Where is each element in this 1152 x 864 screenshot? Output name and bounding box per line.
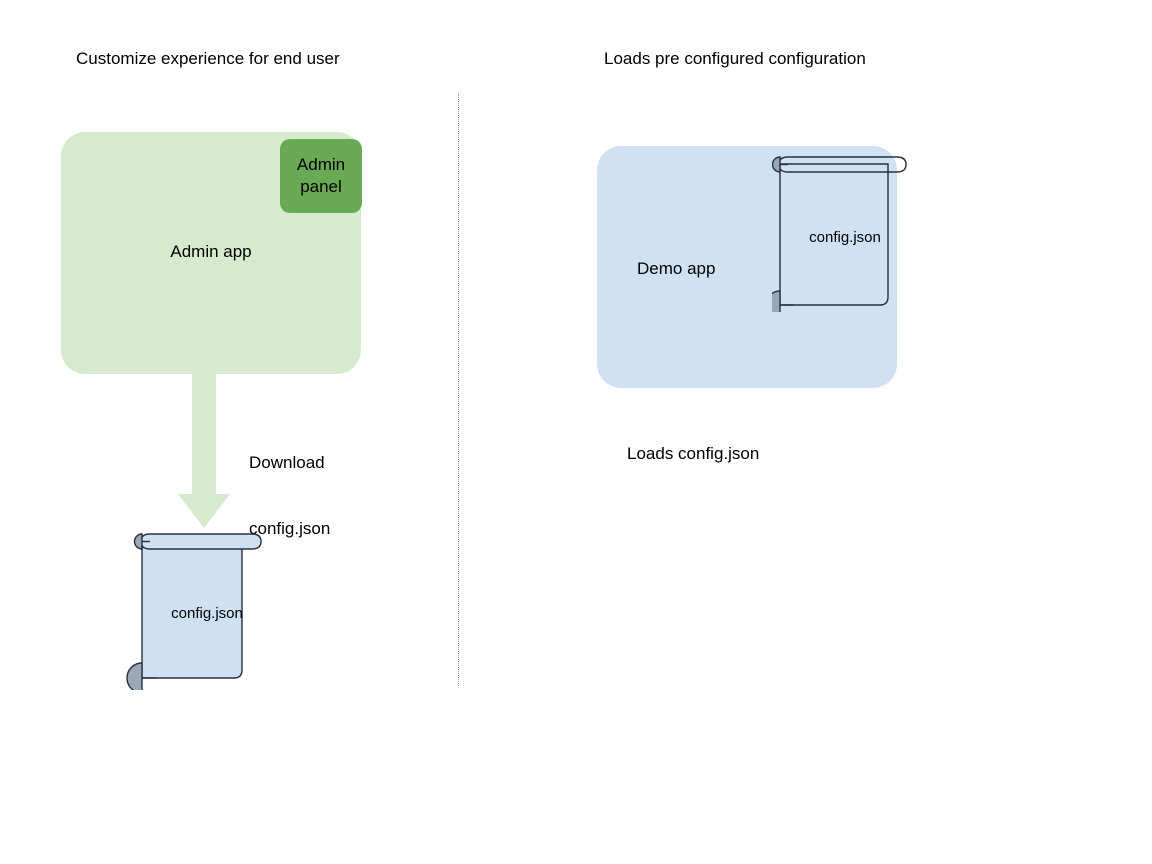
right-column-title: Loads pre configured configuration: [604, 49, 866, 68]
config-json-document-right[interactable]: config.json: [765, 152, 914, 320]
scroll-shape: [126, 533, 262, 694]
column-divider: [458, 93, 459, 686]
admin-panel-label-line1: Admin: [296, 155, 346, 174]
admin-panel-box[interactable]: Admin panel: [280, 139, 362, 213]
config-json-label-right: config.json: [809, 229, 881, 246]
download-arrow-icon: [178, 372, 230, 528]
download-arrow-caption: Download config.json: [249, 408, 330, 584]
admin-app-label: Admin app: [170, 242, 252, 261]
demo-app-label: Demo app: [637, 259, 716, 278]
admin-panel-label-line2: panel: [300, 177, 342, 196]
left-column-title: Customize experience for end user: [76, 49, 340, 68]
download-caption-line2: config.json: [249, 519, 331, 538]
config-json-label-left: config.json: [171, 605, 243, 622]
config-json-document-left[interactable]: config.json: [124, 528, 269, 694]
demo-app-container[interactable]: Demo app: [597, 146, 897, 388]
loads-config-caption: Loads config.json: [627, 444, 760, 463]
admin-app-container[interactable]: Admin app Admin panel: [61, 132, 362, 374]
download-caption-line1: Download: [249, 453, 325, 472]
